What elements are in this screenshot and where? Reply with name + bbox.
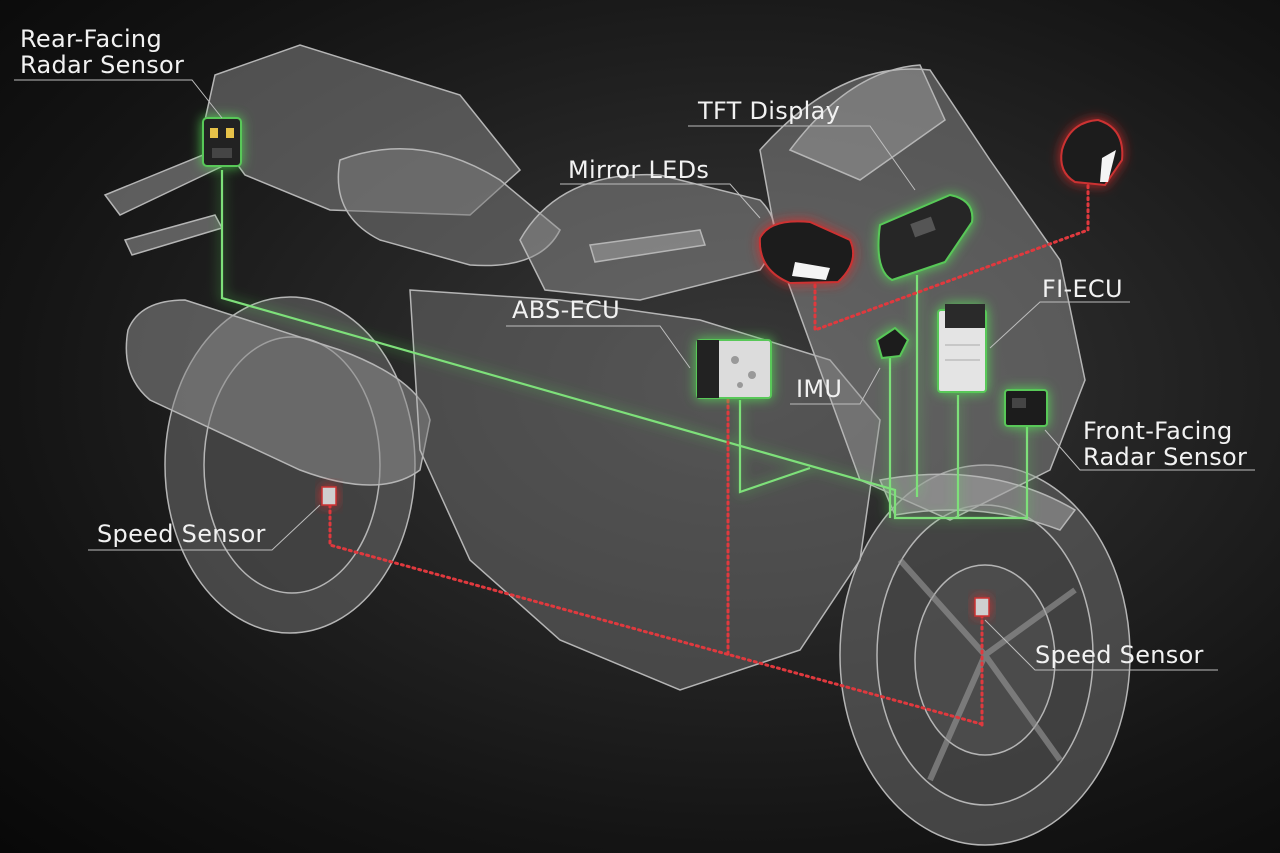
green-abs-drop <box>738 400 811 494</box>
red-network <box>328 183 1090 727</box>
green-network <box>220 170 1029 520</box>
motorcycle-silhouette <box>103 44 1131 846</box>
tft-display-unit <box>877 193 974 282</box>
left-mirror-led <box>758 220 854 285</box>
rear-radar-label: Rear-Facing Radar Sensor <box>20 26 184 78</box>
front-speed-sensor-label: Speed Sensor <box>1035 641 1204 669</box>
fi-ecu-unit <box>937 304 987 393</box>
label-leader-lines <box>14 79 1255 671</box>
exhaust <box>125 299 431 486</box>
red-rear-speed-line <box>328 503 987 727</box>
imu-label: IMU <box>796 375 843 403</box>
rear-radar-sensor <box>202 117 242 167</box>
right-mirror-led <box>1060 118 1124 187</box>
rear-radar-label-line1: Rear-Facing <box>20 25 162 53</box>
abs-ecu-unit <box>696 339 772 399</box>
abs-ecu-label: ABS-ECU <box>512 296 620 324</box>
windscreen <box>788 64 946 181</box>
imu-unit <box>875 326 910 360</box>
red-mirror-line <box>813 183 1090 333</box>
front-spokes <box>897 557 1077 782</box>
front-radar-label: Front-Facing Radar Sensor <box>1083 418 1247 470</box>
green-main-bus <box>220 170 1029 520</box>
front-radar-label-line2: Radar Sensor <box>1083 443 1248 471</box>
front-speed-sensor <box>974 597 990 617</box>
front-radar-sensor <box>1004 389 1048 427</box>
front-radar-label-line1: Front-Facing <box>1083 417 1233 445</box>
rear-speed-sensor <box>321 486 337 506</box>
tft-display-label: TFT Display <box>698 97 841 125</box>
left-handlebar <box>589 229 706 263</box>
mirror-leds-label: Mirror LEDs <box>568 156 710 184</box>
engine-block <box>409 289 881 691</box>
rear-radar-label-line2: Radar Sensor <box>20 51 185 79</box>
rear-speed-sensor-label: Speed Sensor <box>97 520 266 548</box>
fi-ecu-label: FI-ECU <box>1042 275 1123 303</box>
